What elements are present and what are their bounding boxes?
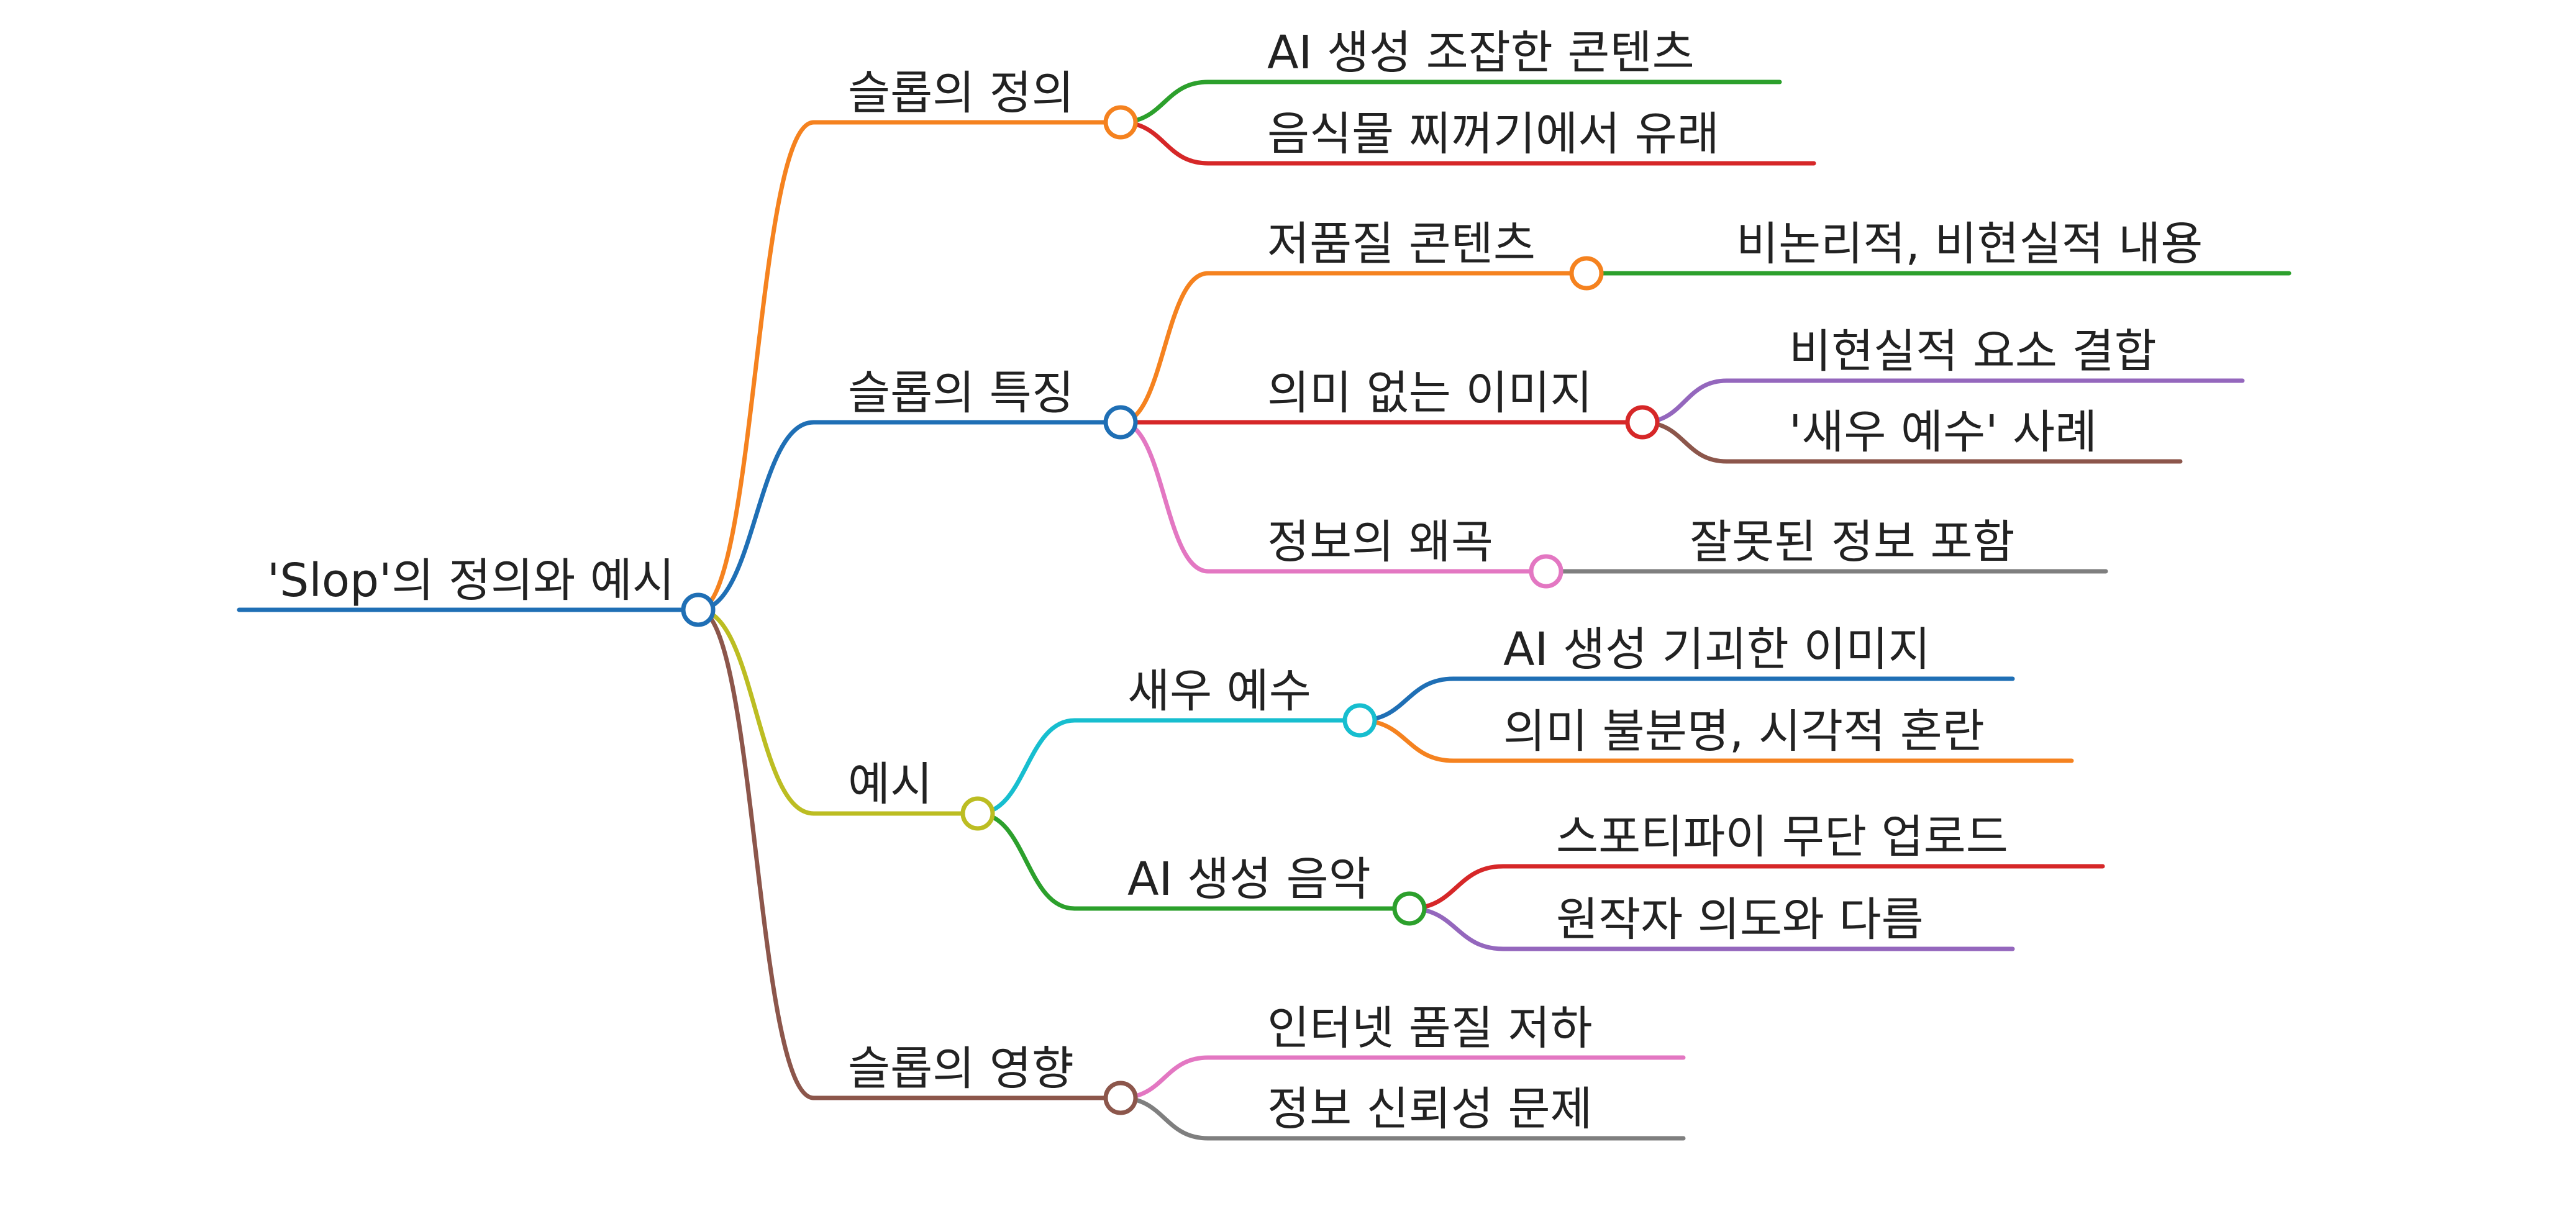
node-label-branches-2-children-0: 새우 예수 xyxy=(1127,664,1311,718)
node-label-branches-3: 슬롭의 영향 xyxy=(848,1042,1074,1095)
node-circle-branches-2-children-1[interactable] xyxy=(1392,891,1427,926)
node-label-branches-1-children-1: 의미 없는 이미지 xyxy=(1267,366,1593,420)
node-label-branches-2-children-1-children-1: 원작자 의도와 다름 xyxy=(1556,893,1924,946)
node-circle-branches-2-children-0[interactable] xyxy=(1342,703,1377,738)
node-circle-branches-1[interactable] xyxy=(1103,405,1138,440)
connector-branches-0 xyxy=(696,120,816,612)
node-label-branches-1-children-1-children-0: 비현실적 요소 결합 xyxy=(1789,325,2157,378)
node-circle-branches-3[interactable] xyxy=(1103,1081,1138,1115)
node-circle-layer xyxy=(681,105,1660,1115)
node-circle-branches-2[interactable] xyxy=(960,796,995,831)
node-label-branches-2-children-0-children-0: AI 생성 기괴한 이미지 xyxy=(1503,623,1931,676)
node-label-branches-1: 슬롭의 특징 xyxy=(848,366,1074,420)
underline-layer xyxy=(237,79,2292,1141)
node-label-branches-1-children-1-children-1: '새우 예수' 사례 xyxy=(1789,406,2097,459)
node-label-branches-3-children-1: 정보 신뢰성 문제 xyxy=(1267,1082,1593,1136)
connector-branches-2 xyxy=(696,607,816,816)
connector-branches-1 xyxy=(696,420,816,612)
node-circle-branches-1-children-2[interactable] xyxy=(1529,554,1563,589)
node-label-branches-0: 슬롭의 정의 xyxy=(848,66,1074,120)
root-label: 'Slop'의 정의와 예시 xyxy=(267,554,675,607)
node-label-branches-1-children-0-children-0: 비논리적, 비현실적 내용 xyxy=(1736,217,2203,271)
node-circle-root[interactable] xyxy=(681,592,716,627)
node-label-branches-2-children-0-children-1: 의미 불분명, 시각적 혼란 xyxy=(1503,705,1985,758)
node-label-branches-1-children-2-children-0: 잘못된 정보 포함 xyxy=(1690,515,2015,569)
node-label-branches-3-children-0: 인터넷 품질 저하 xyxy=(1267,1002,1593,1055)
node-label-branches-0-children-1: 음식물 찌꺼기에서 유래 xyxy=(1267,107,1719,161)
connector-branches-2-children-0 xyxy=(975,718,1077,816)
connector-layer xyxy=(696,79,1729,1141)
node-label-branches-1-children-0: 저품질 콘텐츠 xyxy=(1267,217,1536,271)
connector-branches-1-children-0 xyxy=(1118,271,1211,425)
node-label-branches-2-children-1: AI 생성 음악 xyxy=(1127,853,1371,906)
node-circle-branches-1-children-1[interactable] xyxy=(1625,405,1660,440)
node-circle-branches-0[interactable] xyxy=(1103,105,1138,140)
connector-branches-2-children-1 xyxy=(975,811,1077,911)
node-circle-branches-1-children-0[interactable] xyxy=(1569,256,1604,291)
node-label-branches-1-children-2: 정보의 왜곡 xyxy=(1267,515,1493,569)
node-label-branches-2-children-1-children-0: 스포티파이 무단 업로드 xyxy=(1556,810,2008,864)
connector-branches-3 xyxy=(696,607,816,1100)
connector-branches-1-children-2 xyxy=(1118,420,1211,574)
node-label-branches-0-children-0: AI 생성 조잡한 콘텐츠 xyxy=(1267,26,1695,79)
node-label-branches-2: 예시 xyxy=(848,758,932,811)
